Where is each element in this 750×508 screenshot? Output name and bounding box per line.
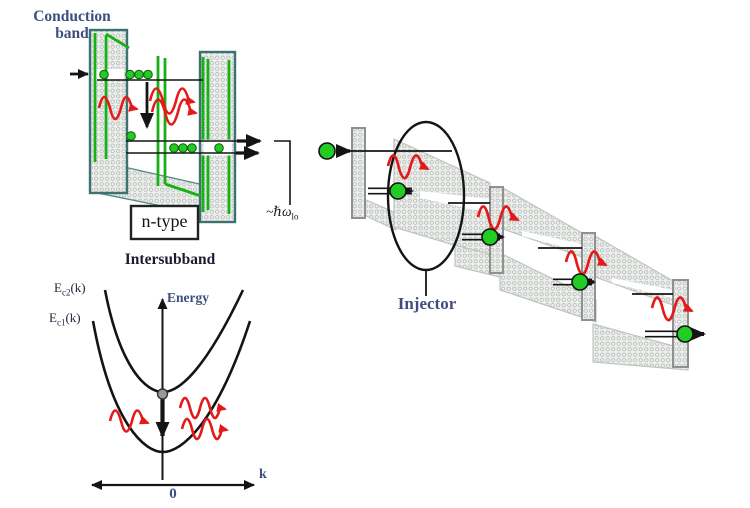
n-type-label: n-type bbox=[141, 211, 188, 231]
electron-icon bbox=[481, 228, 499, 246]
cascade-diagram bbox=[318, 120, 706, 371]
photon-wave-icons bbox=[108, 396, 229, 441]
origin-label: 0 bbox=[169, 486, 177, 502]
electron-icon bbox=[389, 182, 407, 200]
k-axis-label: k bbox=[259, 467, 267, 482]
dispersion-diagram bbox=[91, 289, 255, 490]
intersubband-title: Intersubband bbox=[124, 251, 216, 268]
subband-curve-lower bbox=[91, 320, 252, 454]
electron-icon bbox=[571, 273, 589, 291]
band-diagram bbox=[70, 28, 291, 241]
electron-on-upper-subband bbox=[156, 388, 169, 400]
well-profile-lines bbox=[93, 32, 231, 214]
lower-subband-label: Ec1(k) bbox=[49, 310, 81, 328]
electron-dots bbox=[99, 69, 224, 153]
barrier-4 bbox=[672, 279, 689, 368]
cascade-electrons bbox=[318, 142, 694, 343]
conduction-band-label: Conduction band bbox=[33, 8, 111, 43]
injector-label: Injector bbox=[397, 294, 457, 313]
energy-axis-label: Energy bbox=[167, 290, 209, 305]
phonon-bracket bbox=[274, 140, 291, 205]
electron-icon bbox=[676, 325, 694, 343]
phonon-energy-label: ~ℏωlo bbox=[266, 204, 299, 222]
energy-levels bbox=[97, 79, 237, 154]
n-type-box bbox=[129, 204, 200, 241]
photon-wave-icons bbox=[97, 87, 198, 126]
miniband-gaps bbox=[420, 191, 673, 298]
miniband-regions bbox=[363, 138, 689, 371]
upper-subband-label: Ec2(k) bbox=[54, 280, 86, 298]
barrier-1 bbox=[351, 127, 366, 219]
electron-icon bbox=[318, 142, 336, 160]
